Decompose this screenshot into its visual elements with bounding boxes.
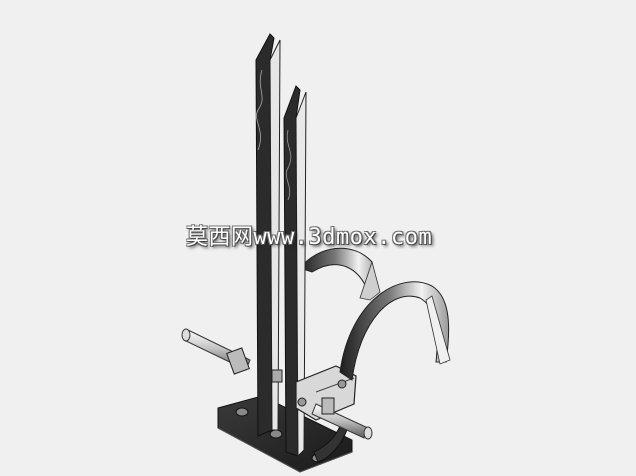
back-post (255, 33, 281, 437)
clamp-bracket (295, 365, 357, 421)
front-post (283, 85, 307, 458)
back-clamp-strap (299, 247, 381, 301)
left-rod (181, 328, 251, 375)
right-rod (271, 369, 373, 440)
watermark-text: 莫西网www.3dmox.com (186, 225, 433, 250)
front-clamp-strap (313, 281, 451, 463)
